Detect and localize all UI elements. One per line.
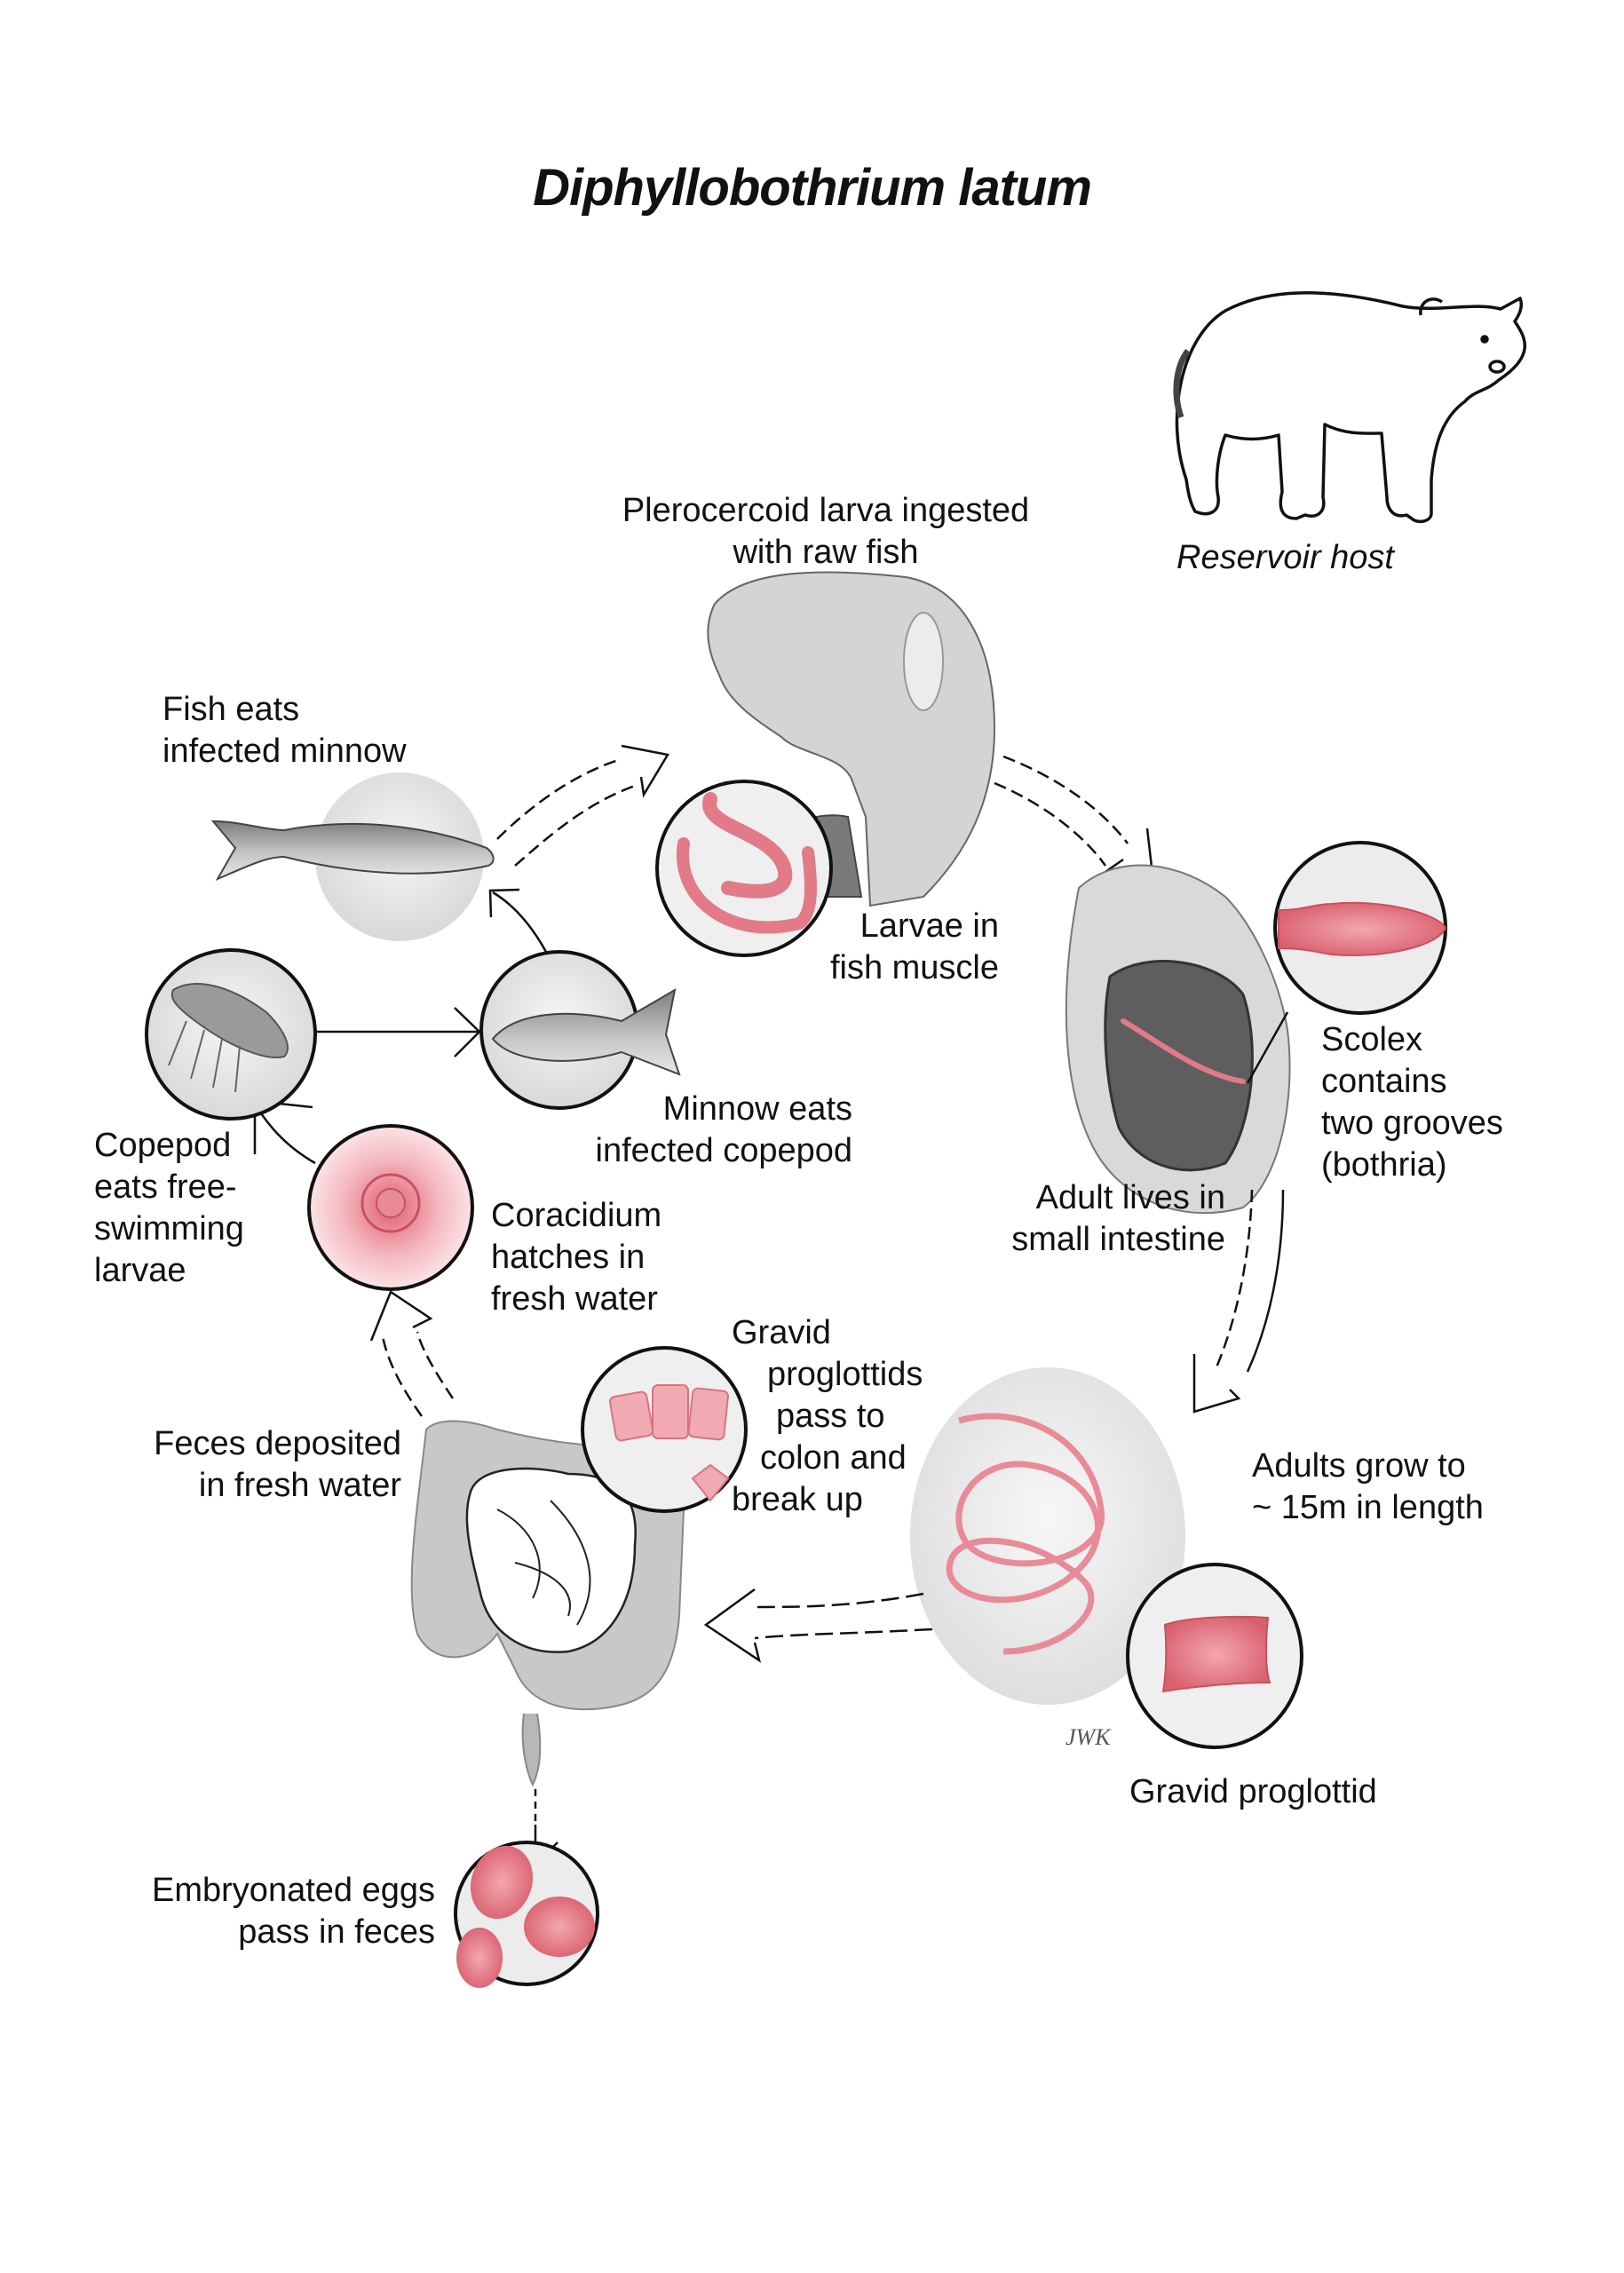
label-gravid-proglottid: Gravid proglottid [1129, 1773, 1377, 1810]
label-line: Adults grow to [1252, 1447, 1466, 1485]
label-line: Fish eats [162, 691, 300, 728]
label-line: Plerocercoid larva ingested [622, 492, 1030, 529]
broken-proglottids-icon [581, 1346, 748, 1513]
label-line: fish muscle [829, 949, 999, 986]
label-line: Gravid [732, 1314, 831, 1351]
eggs-icon [454, 1841, 599, 1988]
label-feces: Feces deposited in fresh water [115, 1423, 401, 1507]
label-minnow: Minnow eats infected copepod [568, 1089, 852, 1172]
scolex-icon [1273, 841, 1447, 1015]
label-eggs: Embryonated eggs pass in feces [107, 1870, 435, 1953]
label-line: fresh water [491, 1280, 658, 1318]
label-line: break up [732, 1481, 863, 1518]
arrow-minnow-to-fish [488, 888, 548, 953]
label-line: hatches in [491, 1239, 646, 1276]
label-proglottids-colon: Gravid proglottids pass to colon and bre… [732, 1312, 923, 1521]
label-line: (bothria) [1321, 1146, 1447, 1184]
label-line: larvae [94, 1252, 186, 1289]
larvae-in-muscle-icon [655, 780, 833, 957]
label-line: eats free- [94, 1168, 237, 1206]
label-line: small intestine [1011, 1221, 1225, 1258]
label-line: with raw fish [733, 534, 919, 571]
label-coracidium: Coracidium hatches in fresh water [491, 1195, 661, 1320]
artist-signature: JWK [1066, 1724, 1112, 1750]
label-line: Minnow eats [662, 1090, 852, 1128]
coracidium-icon [307, 1124, 474, 1291]
adult-worm-icon [910, 1367, 1185, 1705]
label-adult-length: Adults grow to ~ 15m in length [1252, 1445, 1484, 1529]
proglottid-icon [1126, 1563, 1303, 1749]
label-line: Adult lives in [1035, 1179, 1225, 1216]
arrow-adult-to-colon [703, 1588, 933, 1663]
minnow-icon [479, 950, 681, 1110]
label-line: two grooves [1321, 1105, 1503, 1142]
arrow-ingestion-to-intestine [994, 755, 1154, 876]
arrow-fish-to-ingestion [496, 744, 669, 867]
label-line: Larvae in [860, 907, 999, 945]
label-line: infected minnow [162, 733, 407, 770]
small-intestine-section-icon [1065, 864, 1291, 1215]
label-fish: Fish eats infected minnow [162, 689, 407, 772]
fish-icon [210, 772, 495, 941]
label-adult: Adult lives in small intestine [977, 1177, 1225, 1261]
label-line: Copepod [94, 1127, 232, 1164]
label-line: contains [1321, 1063, 1447, 1100]
label-line: proglottids [767, 1356, 923, 1393]
label-line: Feces deposited [154, 1425, 401, 1462]
label-line: in fresh water [198, 1467, 401, 1504]
label-scolex: Scolex contains two grooves (bothria) [1321, 1019, 1503, 1186]
copepod-icon [145, 948, 317, 1121]
label-line: Coracidium [491, 1197, 662, 1234]
label-fish-muscle: Larvae in fish muscle [781, 906, 999, 989]
label-ingestion: Plerocercoid larva ingested with raw fis… [604, 490, 1048, 574]
arrow-intestine-to-adult [1192, 1189, 1285, 1414]
label-line: pass to [776, 1398, 885, 1435]
label-reservoir-host: Reservoir host [1176, 539, 1394, 576]
label-line: swimming [94, 1210, 244, 1247]
label-line: ~ 15m in length [1252, 1489, 1484, 1526]
label-line: Scolex [1321, 1021, 1423, 1058]
label-line: infected copepod [595, 1132, 852, 1169]
label-line: pass in feces [238, 1913, 435, 1951]
scolex-pointer-line [1246, 1011, 1289, 1084]
bear-icon [1173, 291, 1526, 524]
label-line: colon and [760, 1439, 907, 1477]
label-line: Embryonated eggs [152, 1872, 435, 1909]
label-copepod: Copepod eats free- swimming larvae [94, 1125, 244, 1292]
arrow-feces-to-coracidium [369, 1290, 455, 1417]
arrow-copepod-to-minnow [315, 1007, 481, 1057]
diagram-title: Diphyllobothrium latum [533, 159, 1092, 217]
